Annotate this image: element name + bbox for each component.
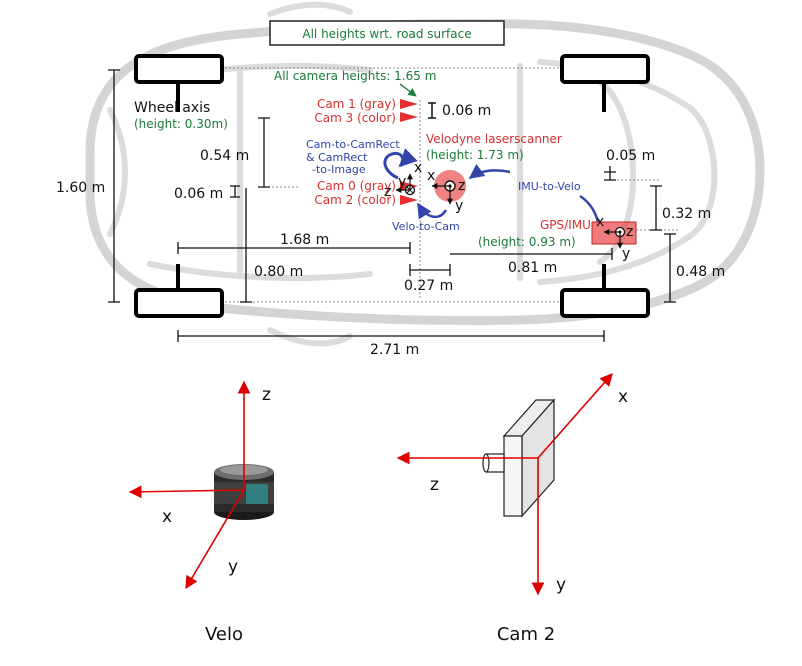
- cam-y-label: y: [398, 174, 406, 190]
- dim-168-label: 1.68 m: [280, 232, 329, 248]
- gps-z-label: z: [626, 224, 633, 240]
- wheel-rear-left: [134, 288, 224, 318]
- cam0-label: Cam 0 (gray): [317, 179, 396, 193]
- cam2-sensor-icon: [482, 398, 556, 518]
- velo-x-text: x: [162, 507, 172, 527]
- note-text: All heights wrt. road surface: [302, 27, 471, 41]
- cam-to-camrect-label: Cam-to-CamRect: [306, 138, 400, 151]
- dim-005-label: 0.05 m: [606, 148, 655, 164]
- dim-054-label: 0.54 m: [200, 148, 249, 164]
- wheel-rear-right: [560, 288, 650, 318]
- gps-y-label: y: [622, 246, 630, 262]
- cam2-label: Cam 2 (color): [314, 193, 396, 207]
- velo-caption: Velo: [205, 624, 243, 645]
- cam1-label: Cam 1 (gray): [317, 97, 396, 111]
- cam2-x-text: x: [618, 387, 628, 407]
- camrect-to-image-label-2: -to-Image: [312, 163, 366, 176]
- cam3-label: Cam 3 (color): [314, 111, 396, 125]
- camrect-to-image-label-1: & CamRect: [306, 151, 368, 164]
- velodyne-height: (height: 1.73 m): [426, 148, 524, 162]
- dim-006-top: [428, 102, 436, 119]
- velo-to-cam-arrow: [416, 202, 448, 220]
- cam2-z-text: z: [430, 475, 439, 495]
- dim-048-label: 0.48 m: [676, 264, 725, 280]
- wheel-axis-label: Wheel axis: [134, 100, 210, 116]
- gps-height: (height: 0.93 m): [478, 235, 576, 249]
- camera-heights-label: All camera heights: 1.65 m: [274, 69, 436, 83]
- velo-x-axis-arrow: [128, 485, 245, 499]
- wheel-axis-height: (height: 0.30m): [134, 117, 228, 131]
- velo-y-axis-arrow: [185, 489, 245, 590]
- velo-y-label: y: [455, 198, 463, 214]
- dim-081-label: 0.81 m: [508, 260, 557, 276]
- cam-to-camrect-arrow: [383, 148, 418, 180]
- velo-x-label: x: [427, 168, 435, 184]
- cam-x-label: x: [414, 160, 422, 176]
- velo-to-cam-label: Velo-to-Cam: [392, 220, 460, 233]
- velo-z-text: z: [262, 385, 271, 405]
- velo-y-text: y: [228, 557, 238, 577]
- wheel-front-right: [560, 54, 650, 84]
- cam-z-label: z: [384, 184, 391, 200]
- gps-imu-marker: [591, 221, 637, 245]
- gps-label: GPS/IMU: [540, 218, 591, 232]
- cam2-y-text: y: [556, 575, 566, 595]
- dim-271-label: 2.71 m: [370, 342, 419, 358]
- cam2-caption: Cam 2: [497, 624, 555, 645]
- camera-heights-arrow: [399, 83, 417, 97]
- cam1-cam3-icons: [400, 99, 418, 122]
- gps-x-label: x: [596, 214, 604, 230]
- velo-sensor-icon: [214, 464, 274, 520]
- dim-006-top-label: 0.06 m: [442, 103, 491, 119]
- note-box: [269, 20, 505, 46]
- imu-to-velo-label: IMU-to-Velo: [518, 180, 581, 193]
- dim-160-label: 1.60 m: [56, 180, 105, 196]
- cam2-x-axis-arrow: [537, 373, 613, 459]
- velo-z-label: z: [458, 178, 465, 194]
- dimension-lines: [108, 69, 676, 342]
- dim-032-label: 0.32 m: [662, 206, 711, 222]
- axle-stubs: [176, 82, 606, 290]
- wheel-front-left: [134, 54, 224, 84]
- velodyne-label: Velodyne laserscanner: [426, 132, 562, 146]
- dim-027-label: 0.27 m: [404, 278, 453, 294]
- dim-080-label: 0.80 m: [254, 264, 303, 280]
- imu-to-velo-arrow-side: [579, 194, 600, 223]
- imu-to-velo-arrow-top: [468, 163, 511, 180]
- dim-006-left-label: 0.06 m: [174, 186, 223, 202]
